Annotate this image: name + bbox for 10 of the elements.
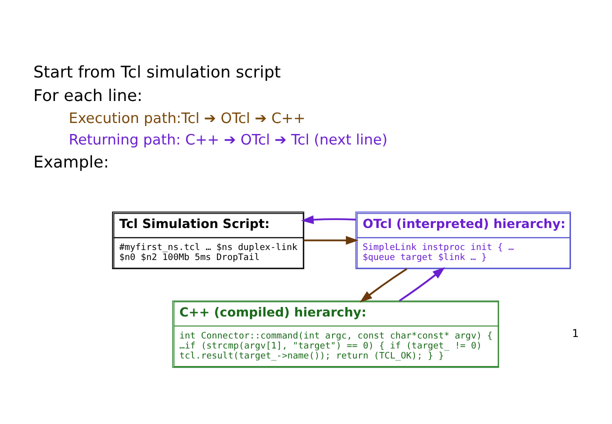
- label: For each line:: [33, 86, 142, 105]
- label: Start from Tcl simulation script: [33, 62, 281, 82]
- label: Returning path: C++ ➔ OTcl ➔ Tcl (next line): [68, 132, 388, 148]
- label: Execution path:Tcl ➔ OTcl ➔ C++: [68, 110, 306, 126]
- arrow: [301, 214, 356, 224]
- arrow: [360, 268, 408, 302]
- label: 1: [572, 326, 579, 340]
- arrow: [398, 266, 446, 302]
- label: Example:: [33, 152, 109, 172]
- arrow: [304, 235, 358, 244]
